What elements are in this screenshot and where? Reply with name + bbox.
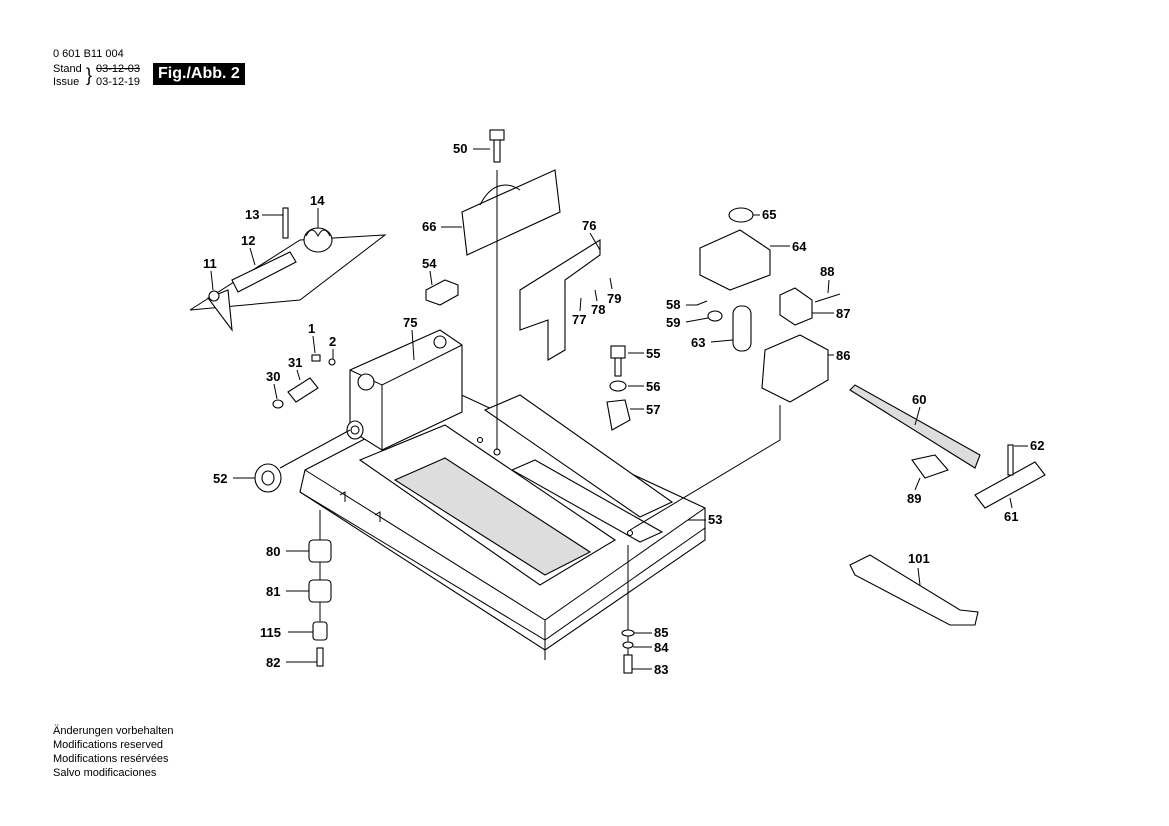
assembly-lines (496, 170, 781, 590)
knob-30-31-drawing (272, 354, 336, 409)
foot-52-drawing (254, 429, 351, 493)
part-label-12: 12 (241, 233, 255, 248)
feet-stack-drawing (308, 510, 332, 667)
part-label-54: 54 (422, 256, 437, 271)
issue-label: Issue (53, 76, 80, 88)
part-label-11: 11 (203, 256, 217, 271)
issue-date: 03-12-19 (96, 76, 141, 88)
date-brace: } (86, 65, 93, 85)
pivot-bracket-drawing (346, 329, 463, 451)
part-label-101: 101 (908, 551, 930, 566)
note-es: Salvo modificaciones (53, 767, 157, 779)
part-label-86: 86 (836, 348, 850, 363)
part-label-62: 62 (1030, 438, 1044, 453)
clamp-54-drawing (425, 279, 459, 306)
part-label-61: 61 (1004, 509, 1018, 524)
figure-label: Fig./Abb. 2 (153, 63, 245, 85)
wrench-101-drawing (849, 554, 979, 626)
part-label-89: 89 (907, 491, 921, 506)
part-label-60: 60 (912, 392, 926, 407)
note-en: Modifications reserved (53, 739, 164, 751)
part-label-87: 87 (836, 306, 850, 321)
part-label-13: 13 (245, 207, 259, 222)
note-de: Änderungen vorbehalten (53, 725, 174, 737)
part-label-88: 88 (820, 264, 834, 279)
part-label-66: 66 (422, 219, 436, 234)
part-label-55: 55 (646, 346, 660, 361)
part-label-85: 85 (654, 625, 668, 640)
part-label-52: 52 (213, 471, 227, 486)
part-label-81: 81 (266, 584, 280, 599)
part-label-76: 76 (582, 218, 596, 233)
part-label-77: 77 (572, 312, 586, 327)
doc-number: 0 601 B11 004 (53, 48, 124, 60)
screw-parts-drawing (606, 345, 635, 674)
part-label-50: 50 (453, 141, 467, 156)
part-label-65: 65 (762, 207, 776, 222)
stand-date: 03-12-03 (96, 63, 141, 75)
base-plate-drawing (299, 391, 706, 660)
bolt-50-drawing (489, 129, 505, 163)
note-fr: Modifications resérvées (53, 753, 169, 765)
part-label-31: 31 (288, 355, 302, 370)
part-label-115: 115 (260, 625, 281, 640)
part-label-83: 83 (654, 662, 668, 677)
part-label-53: 53 (708, 512, 722, 527)
part-label-84: 84 (654, 640, 669, 655)
part-label-75: 75 (403, 315, 417, 330)
guard-66-drawing (461, 169, 561, 256)
lead-screw-60-drawing (849, 384, 981, 469)
part-label-30: 30 (266, 369, 280, 384)
stand-label: Stand (53, 63, 82, 75)
part-label-80: 80 (266, 544, 280, 559)
part-label-63: 63 (691, 335, 705, 350)
vise-parts-drawing (696, 207, 949, 479)
part-label-64: 64 (792, 239, 807, 254)
part-label-57: 57 (646, 402, 660, 417)
modification-notes: Änderungen vorbehalten Modifications res… (53, 724, 173, 780)
fence-76-drawing (519, 239, 601, 361)
handle-61-62-drawing (974, 444, 1046, 509)
part-label-56: 56 (646, 379, 660, 394)
part-label-58: 58 (666, 297, 680, 312)
part-label-1: 1 (308, 321, 315, 336)
spring-assembly-drawing (189, 207, 387, 332)
part-label-2: 2 (329, 334, 336, 349)
part-label-14: 14 (310, 193, 325, 208)
part-label-59: 59 (666, 315, 680, 330)
part-label-79: 79 (607, 291, 621, 306)
part-label-78: 78 (591, 302, 605, 317)
part-label-82: 82 (266, 655, 280, 670)
